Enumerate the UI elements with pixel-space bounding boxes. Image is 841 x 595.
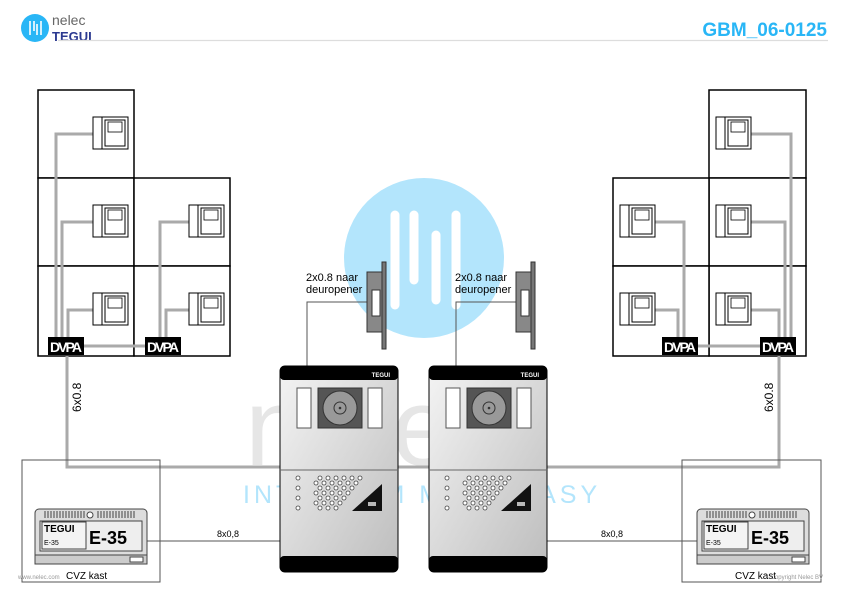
door-wire-label: 2x0.8 naar (306, 272, 358, 284)
unit-model: E-35 (751, 528, 789, 548)
brand-tegui: TEGUI (52, 29, 92, 44)
riser-label-left: 6x0.8 (70, 382, 84, 412)
footer-website: www.nelec.com (17, 575, 60, 581)
door-opener-right (515, 261, 536, 350)
dvpa-label: DVPA (664, 339, 696, 355)
document-code: GBM_06-0125 (702, 20, 827, 41)
door-wire-label: 2x0.8 naar (455, 272, 507, 284)
bus-label-left: 8x0,8 (217, 529, 239, 539)
door-panel-right: TEGUI (428, 365, 548, 573)
cabinet-left: TEGUI E-35 E-35 CVZ kast (21, 459, 161, 583)
door-wire-label: deuropener (455, 284, 512, 296)
door-opener-left (366, 261, 387, 350)
nelec-logo-icon (21, 14, 49, 42)
dvpa-modules: DVPA DVPA DVPA DVPA (48, 337, 796, 355)
dvpa-label: DVPA (147, 339, 179, 355)
unit-model-small: E-35 (44, 540, 59, 547)
video-monitor (715, 292, 752, 326)
cabinet-label: CVZ kast (735, 571, 776, 582)
cabinet-right: TEGUI E-35 E-35 CVZ kast (681, 459, 822, 583)
video-monitor (92, 204, 129, 238)
unit-model: E-35 (89, 528, 127, 548)
video-monitor (92, 116, 129, 150)
footer-copyright: Copyright Nelec BV (771, 575, 823, 581)
riser-label-right: 6x0.8 (762, 382, 776, 412)
dvpa-label: DVPA (50, 339, 82, 355)
video-monitor (92, 292, 129, 326)
panel-brand: TEGUI (521, 373, 540, 379)
panel-brand: TEGUI (372, 373, 391, 379)
cabinet-label: CVZ kast (66, 571, 107, 582)
video-monitor (715, 204, 752, 238)
door-panel-left: TEGUI (279, 365, 399, 573)
video-monitor (715, 116, 752, 150)
brand-nelec: nelec (52, 12, 85, 28)
video-monitor (188, 204, 225, 238)
wiring (54, 132, 793, 542)
unit-brand: TEGUI (706, 524, 737, 535)
header: nelec TEGUI GBM_06-0125 (21, 12, 828, 44)
video-monitor (619, 204, 656, 238)
door-wire-label: deuropener (306, 284, 363, 296)
bus-label-right: 8x0,8 (601, 529, 623, 539)
unit-brand: TEGUI (44, 524, 75, 535)
unit-model-small: E-35 (706, 540, 721, 547)
dvpa-label: DVPA (762, 339, 794, 355)
video-monitor (188, 292, 225, 326)
video-monitor (619, 292, 656, 326)
